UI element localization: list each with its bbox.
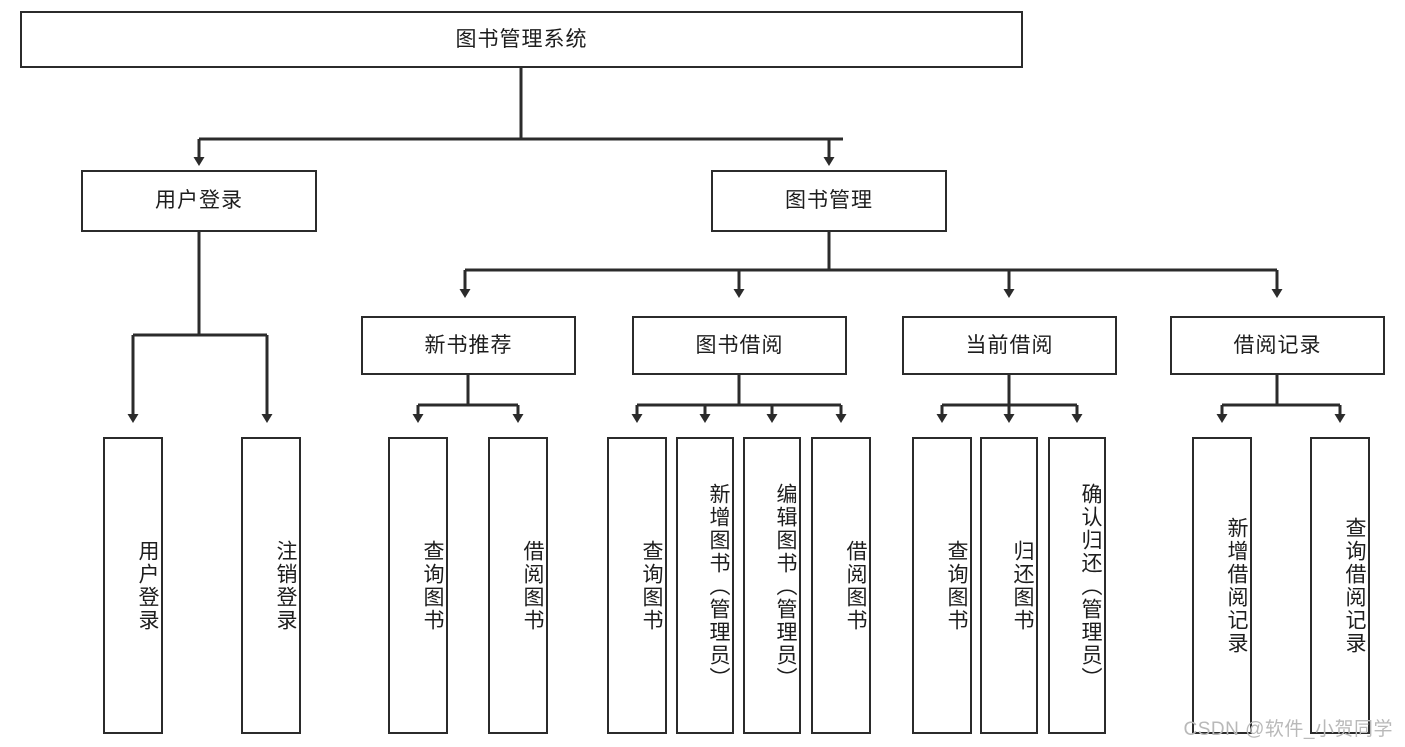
leaf-confirm-return[interactable]: 确认归还（管理员） bbox=[1048, 437, 1106, 734]
leaf-label: 注销登录 bbox=[274, 539, 297, 632]
node-current-borrow[interactable]: 当前借阅 bbox=[902, 316, 1117, 375]
node-user-login[interactable]: 用户登录 bbox=[81, 170, 317, 232]
leaf-query-book-3[interactable]: 查询图书 bbox=[912, 437, 972, 734]
leaf-label: 查询图书 bbox=[945, 539, 968, 632]
leaf-query-record[interactable]: 查询借阅记录 bbox=[1310, 437, 1370, 734]
node-book-management[interactable]: 图书管理 bbox=[711, 170, 947, 232]
leaf-query-book-1[interactable]: 查询图书 bbox=[388, 437, 448, 734]
leaf-label: 借阅图书 bbox=[844, 539, 867, 632]
node-new-book-recommend[interactable]: 新书推荐 bbox=[361, 316, 576, 375]
leaf-edit-book[interactable]: 编辑图书（管理员） bbox=[743, 437, 801, 734]
leaf-label: 新增借阅记录 bbox=[1225, 516, 1248, 655]
node-root-system[interactable]: 图书管理系统 bbox=[20, 11, 1023, 68]
leaf-borrow-book-1[interactable]: 借阅图书 bbox=[488, 437, 548, 734]
leaf-label: 借阅图书 bbox=[521, 539, 544, 632]
leaf-add-record[interactable]: 新增借阅记录 bbox=[1192, 437, 1252, 734]
csdn-watermark: CSDN @软件_小贺同学 bbox=[1183, 719, 1393, 740]
leaf-label: 新增图书（管理员） bbox=[707, 483, 730, 690]
leaf-label: 查询借阅记录 bbox=[1343, 516, 1366, 655]
leaf-user-logout[interactable]: 注销登录 bbox=[241, 437, 301, 734]
leaf-label: 查询图书 bbox=[421, 539, 444, 632]
leaf-label: 用户登录 bbox=[136, 539, 159, 632]
leaf-label: 确认归还（管理员） bbox=[1079, 483, 1102, 690]
node-book-borrow[interactable]: 图书借阅 bbox=[632, 316, 847, 375]
leaf-user-login[interactable]: 用户登录 bbox=[103, 437, 163, 734]
leaf-borrow-book-2[interactable]: 借阅图书 bbox=[811, 437, 871, 734]
leaf-label: 编辑图书（管理员） bbox=[774, 483, 797, 690]
leaf-label: 归还图书 bbox=[1011, 539, 1034, 632]
leaf-add-book[interactable]: 新增图书（管理员） bbox=[676, 437, 734, 734]
leaf-query-book-2[interactable]: 查询图书 bbox=[607, 437, 667, 734]
leaf-label: 查询图书 bbox=[640, 539, 663, 632]
node-borrow-record[interactable]: 借阅记录 bbox=[1170, 316, 1385, 375]
leaf-return-book[interactable]: 归还图书 bbox=[980, 437, 1038, 734]
